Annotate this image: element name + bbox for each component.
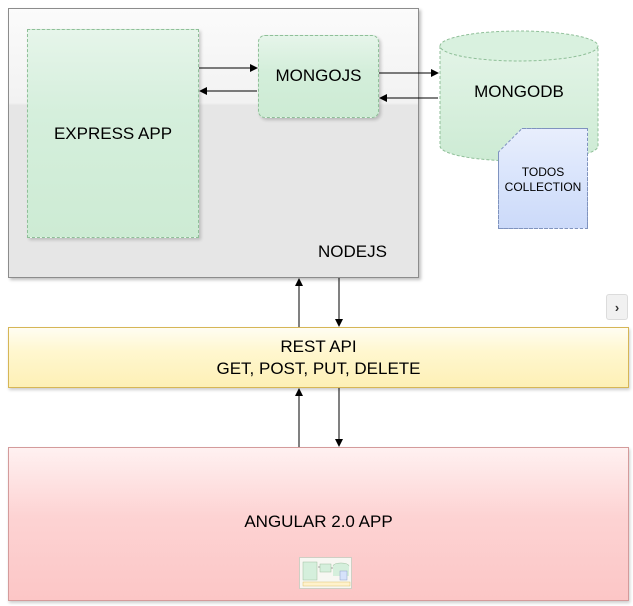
diagram-thumbnail-icon <box>299 557 352 589</box>
rest-api-methods: GET, POST, PUT, DELETE <box>216 358 421 378</box>
rest-api-title: REST API <box>280 336 357 356</box>
mongojs-node: MONGOJS <box>258 35 379 118</box>
mongojs-label: MONGOJS <box>275 66 362 85</box>
expand-panel-button[interactable]: › <box>606 294 628 320</box>
mongodb-label: MONGODB <box>474 82 564 101</box>
rest-api-node: REST API GET, POST, PUT, DELETE <box>8 327 629 388</box>
chevron-right-icon: › <box>614 299 620 315</box>
angular-app-label: ANGULAR 2.0 APP <box>244 512 393 531</box>
todos-collection-label-line1: TODOS <box>521 165 565 179</box>
todos-collection-label-line2: COLLECTION <box>504 180 582 194</box>
todos-collection-node: TODOS COLLECTION <box>498 128 588 229</box>
express-app-node: EXPRESS APP <box>27 29 199 238</box>
express-app-label: EXPRESS APP <box>53 123 173 143</box>
nodejs-label: NODEJS <box>318 242 387 261</box>
